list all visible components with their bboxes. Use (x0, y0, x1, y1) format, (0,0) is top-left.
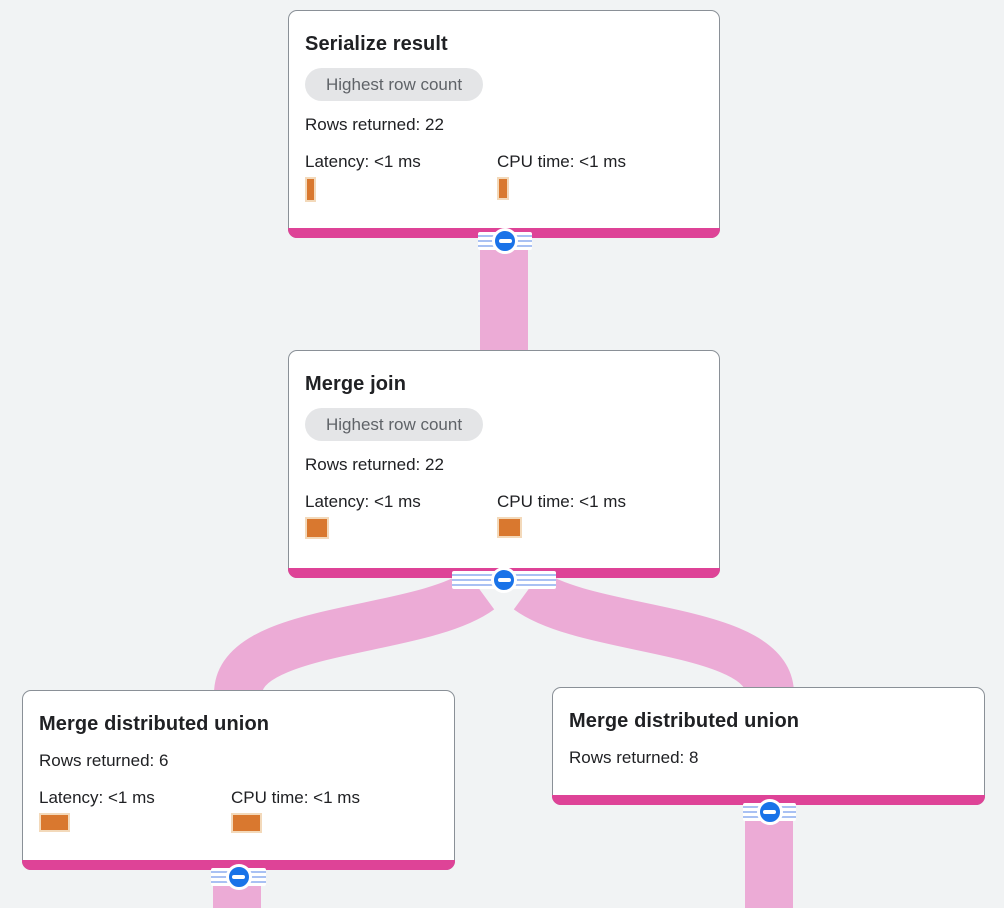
collapse-button[interactable] (225, 864, 252, 890)
latency-metric: Latency: <1 ms (305, 151, 497, 202)
latency-bar (305, 517, 329, 539)
latency-label: Latency: <1 ms (39, 788, 155, 807)
minus-icon (232, 875, 245, 879)
minus-icon (497, 578, 511, 582)
metrics-row: Latency: <1 ms CPU time: <1 ms (305, 151, 703, 202)
collapse-button[interactable] (492, 228, 518, 254)
node-title: Merge distributed union (39, 713, 270, 735)
cpu-time-label: CPU time: <1 ms (231, 788, 360, 807)
rows-returned-text: Rows returned: 22 (305, 455, 444, 474)
cpu-time-label: CPU time: <1 ms (497, 152, 626, 171)
node-title: Merge distributed union (569, 710, 800, 732)
highest-row-count-badge: Highest row count (305, 68, 484, 101)
rows-returned-text: Rows returned: 8 (569, 748, 699, 767)
latency-bar (305, 177, 316, 202)
cpu-time-bar (497, 177, 509, 200)
node-title: Merge join (305, 373, 407, 395)
minus-icon (498, 239, 512, 243)
node-card-merge-distributed-union-left[interactable]: Merge distributed union Rows returned: 6… (22, 690, 455, 870)
rows-returned-text: Rows returned: 22 (305, 115, 444, 134)
highest-row-count-badge: Highest row count (305, 408, 484, 441)
flow-link-mergejoin-to-right-union (513, 569, 794, 698)
collapse-control-serialize-result (478, 228, 532, 254)
node-title: Serialize result (305, 33, 448, 55)
collapse-button[interactable] (756, 799, 783, 825)
metrics-row: Latency: <1 ms CPU time: <1 ms (39, 787, 438, 833)
latency-bar (39, 813, 70, 832)
node-card-merge-distributed-union-right[interactable]: Merge distributed union Rows returned: 8 (552, 687, 985, 805)
cpu-time-label: CPU time: <1 ms (497, 492, 626, 511)
cpu-metric: CPU time: <1 ms (231, 787, 423, 833)
cpu-time-bar (497, 517, 522, 538)
node-card-merge-join[interactable]: Merge join Highest row count Rows return… (288, 350, 720, 578)
latency-metric: Latency: <1 ms (305, 491, 497, 539)
collapse-button[interactable] (491, 567, 517, 593)
latency-label: Latency: <1 ms (305, 152, 421, 171)
latency-label: Latency: <1 ms (305, 492, 421, 511)
minus-icon (763, 810, 776, 814)
flow-link-right-union-to-child (745, 814, 793, 908)
collapse-control-left-union (211, 864, 266, 890)
latency-metric: Latency: <1 ms (39, 787, 231, 833)
flow-link-mergejoin-to-left-union (214, 569, 495, 698)
metrics-row: Latency: <1 ms CPU time: <1 ms (305, 491, 703, 539)
cpu-metric: CPU time: <1 ms (497, 491, 689, 539)
collapse-control-right-union (743, 799, 796, 825)
collapse-control-merge-join (452, 567, 556, 593)
flow-link-serialize-to-mergejoin (480, 240, 528, 354)
node-card-serialize-result[interactable]: Serialize result Highest row count Rows … (288, 10, 720, 238)
cpu-time-bar (231, 813, 262, 833)
cpu-metric: CPU time: <1 ms (497, 151, 689, 202)
rows-returned-text: Rows returned: 6 (39, 751, 169, 770)
